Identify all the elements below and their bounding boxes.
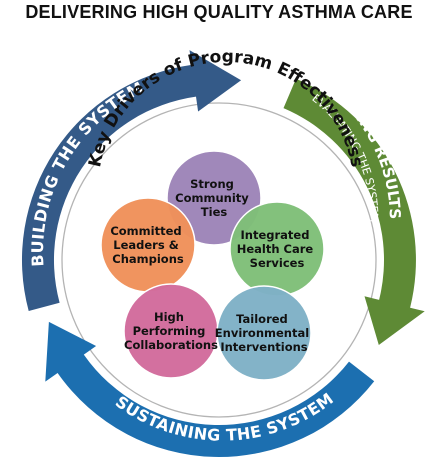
building-arrow bbox=[21, 50, 242, 311]
driver-circle bbox=[166, 150, 262, 246]
driver-label-tailored-environmental: Tailored Environmental Interventions bbox=[215, 312, 313, 354]
driver-label-committed-leaders: Committed Leaders & Champions bbox=[110, 224, 185, 266]
driver-strong-community-ties: Strong Community Ties bbox=[166, 150, 262, 246]
driver-label-strong-community-ties: Strong Community Ties bbox=[175, 177, 253, 219]
driver-circles: Strong Community Ties Committed Leaders … bbox=[100, 150, 325, 381]
page-title: DELIVERING HIGH QUALITY ASTHMA CARE bbox=[25, 2, 413, 22]
driver-tailored-environmental: Tailored Environmental Interventions bbox=[215, 285, 313, 381]
driver-label-integrated-health-care: Integrated Health Care Services bbox=[237, 228, 318, 270]
driver-integrated-health-care: Integrated Health Care Services bbox=[229, 201, 325, 297]
driver-circle bbox=[216, 285, 312, 381]
driver-label-high-performing: High Performing Collaborations bbox=[124, 310, 218, 352]
driver-committed-leaders: Committed Leaders & Champions bbox=[100, 197, 196, 293]
driver-high-performing: High Performing Collaborations bbox=[123, 283, 219, 379]
sustaining-arrow bbox=[45, 321, 375, 458]
getting-arrow bbox=[283, 78, 425, 345]
